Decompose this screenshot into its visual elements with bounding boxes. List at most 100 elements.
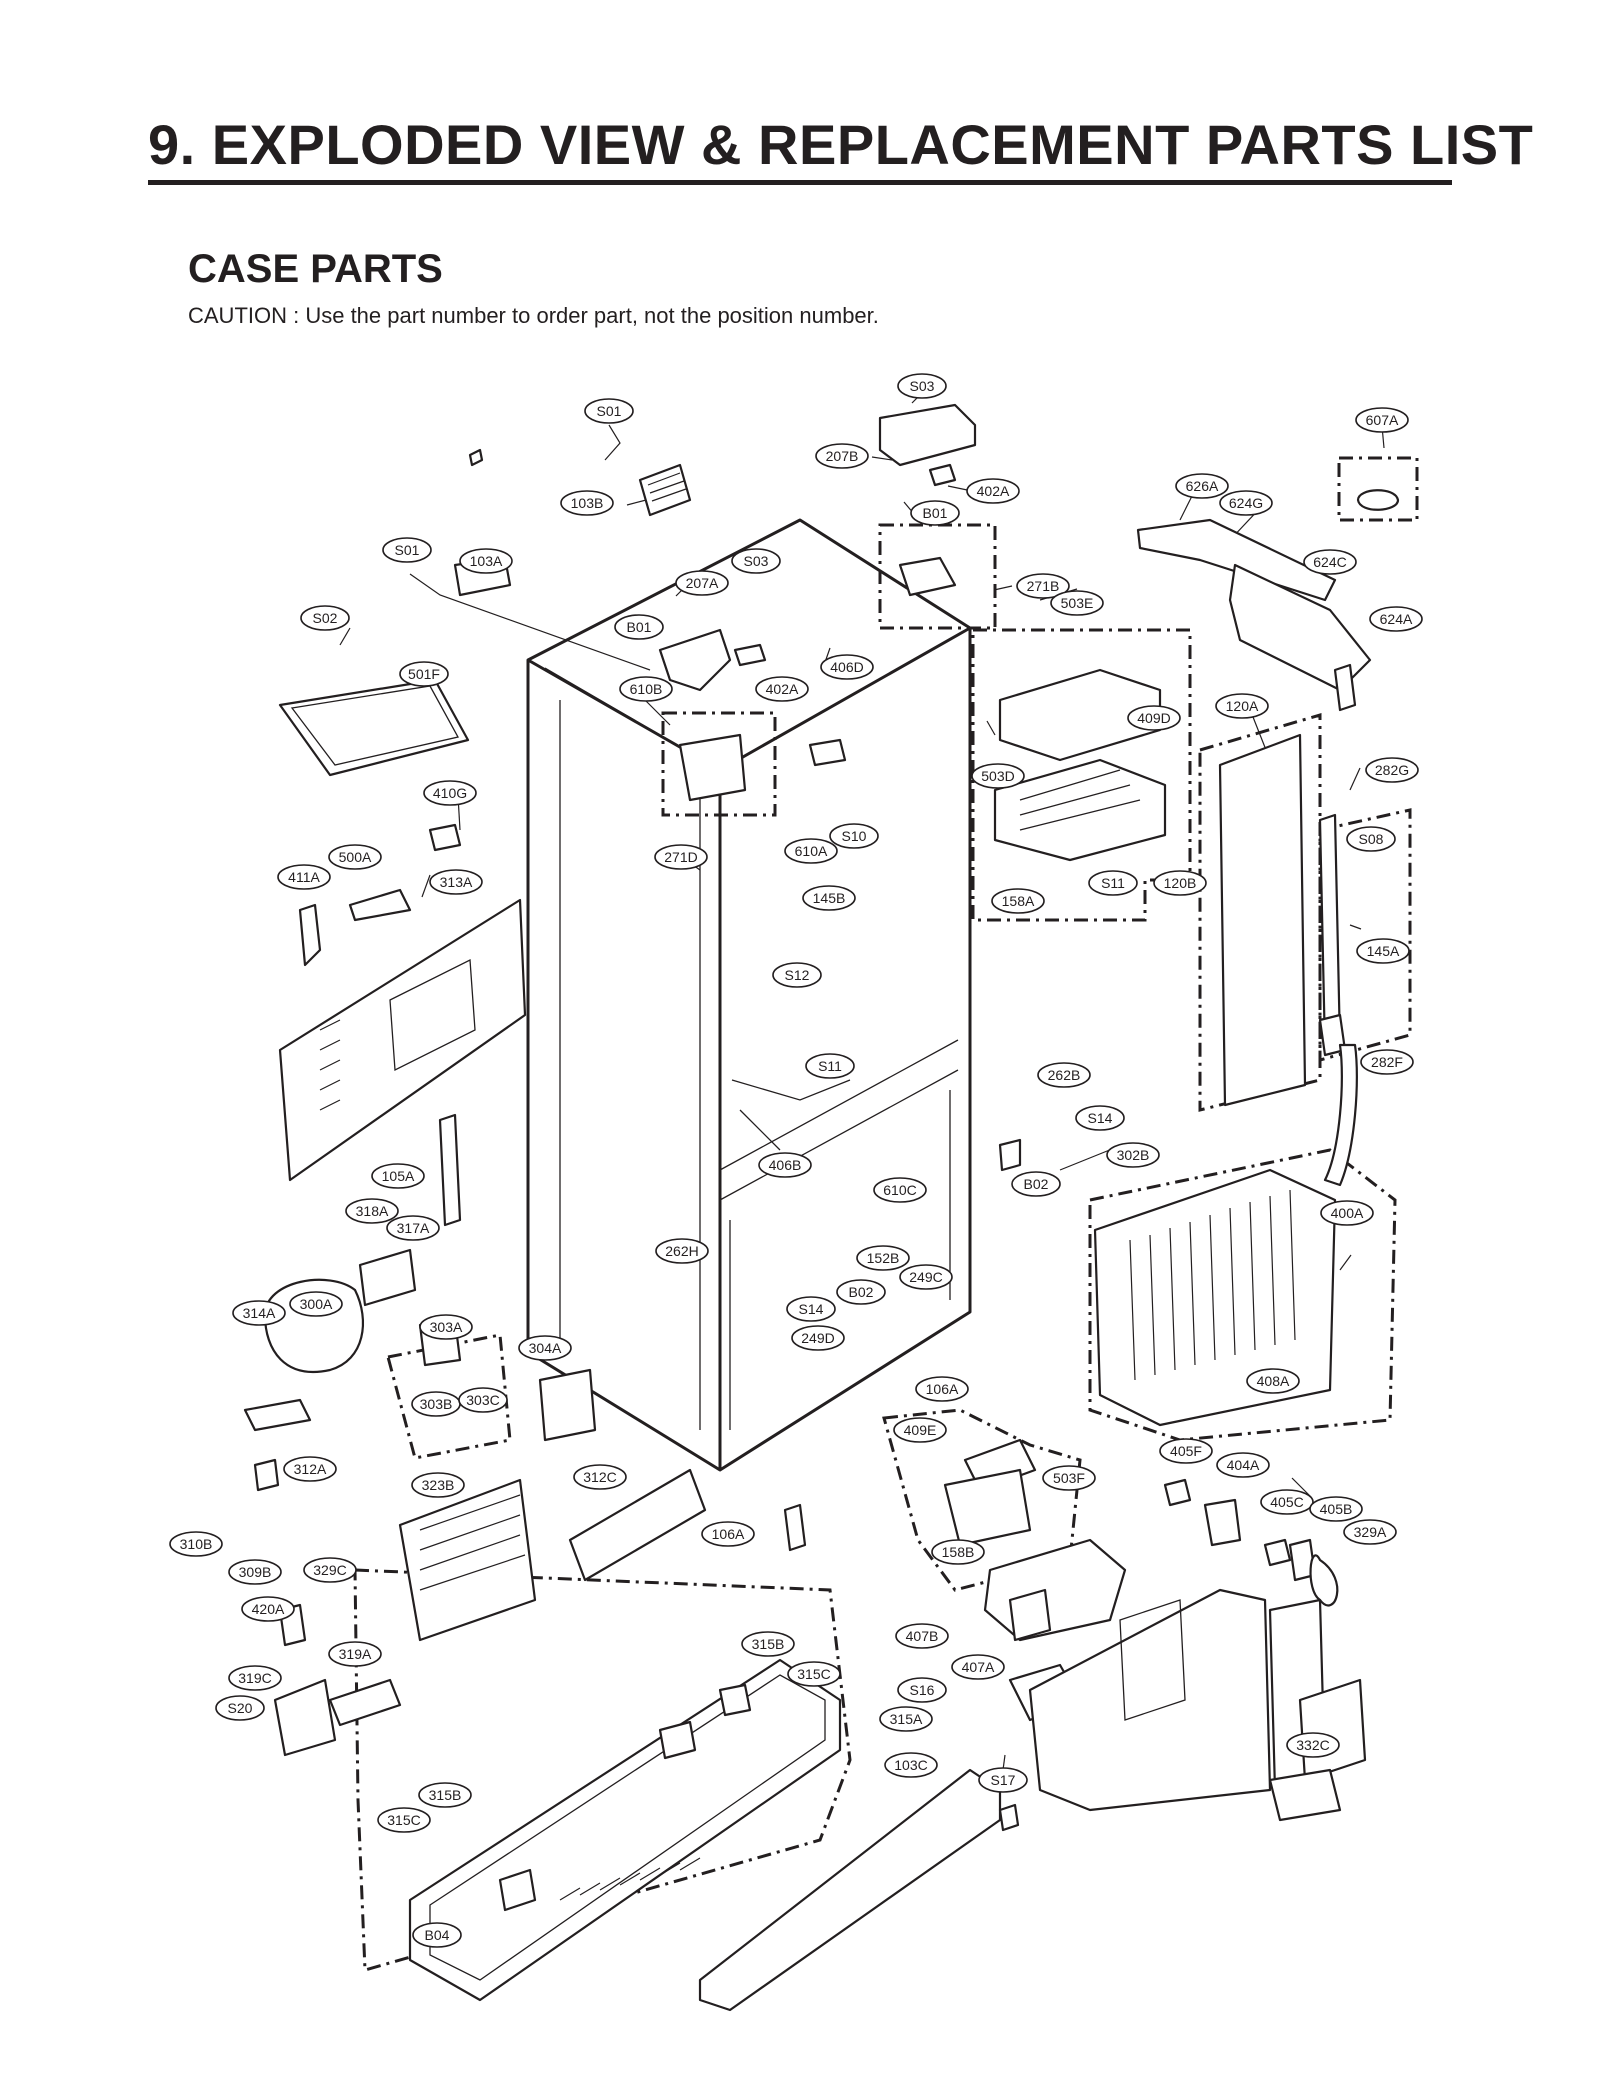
svg-text:500A: 500A bbox=[339, 849, 372, 865]
callout-105a: 105A bbox=[371, 1163, 425, 1189]
svg-text:315C: 315C bbox=[387, 1812, 420, 1828]
callout-402a: 402A bbox=[755, 676, 809, 702]
svg-text:314A: 314A bbox=[243, 1305, 276, 1321]
svg-text:302B: 302B bbox=[1117, 1147, 1150, 1163]
callout-309b: 309B bbox=[228, 1559, 282, 1585]
svg-text:323B: 323B bbox=[422, 1477, 455, 1493]
svg-text:103A: 103A bbox=[470, 553, 503, 569]
svg-text:400A: 400A bbox=[1331, 1205, 1364, 1221]
callout-s01: S01 bbox=[382, 537, 432, 563]
svg-text:B01: B01 bbox=[627, 619, 652, 635]
callout-405b: 405B bbox=[1309, 1496, 1363, 1522]
svg-text:120B: 120B bbox=[1164, 875, 1197, 891]
svg-text:300A: 300A bbox=[300, 1296, 333, 1312]
svg-text:S12: S12 bbox=[785, 967, 810, 983]
svg-text:309B: 309B bbox=[239, 1564, 272, 1580]
svg-text:103C: 103C bbox=[894, 1757, 927, 1773]
callout-s02: S02 bbox=[300, 605, 350, 631]
svg-text:S10: S10 bbox=[842, 828, 867, 844]
callout-s01: S01 bbox=[584, 398, 634, 424]
section-heading: CASE PARTS bbox=[188, 247, 443, 291]
callout-262b: 262B bbox=[1037, 1062, 1091, 1088]
callout-120a: 120A bbox=[1215, 693, 1269, 719]
svg-text:610A: 610A bbox=[795, 843, 828, 859]
callout-310b: 310B bbox=[169, 1531, 223, 1557]
callout-s17: S17 bbox=[978, 1767, 1028, 1793]
svg-text:S11: S11 bbox=[818, 1058, 842, 1074]
callout-262h: 262H bbox=[655, 1238, 709, 1264]
svg-text:315B: 315B bbox=[752, 1636, 785, 1652]
callout-332c: 332C bbox=[1286, 1732, 1340, 1758]
svg-text:408A: 408A bbox=[1257, 1373, 1290, 1389]
callout-500a: 500A bbox=[328, 844, 382, 870]
svg-text:B01: B01 bbox=[923, 505, 948, 521]
svg-text:402A: 402A bbox=[766, 681, 799, 697]
page-title: 9. EXPLODED VIEW & REPLACEMENT PARTS LIS… bbox=[148, 113, 1534, 176]
callout-303c: 303C bbox=[458, 1387, 508, 1413]
callout-312c: 312C bbox=[573, 1464, 627, 1490]
callout-406b: 406B bbox=[758, 1152, 812, 1178]
callout-312a: 312A bbox=[283, 1456, 337, 1482]
callout-607a: 607A bbox=[1355, 407, 1409, 433]
svg-text:S02: S02 bbox=[313, 610, 338, 626]
callout-402a: 402A bbox=[966, 478, 1020, 504]
callout-103b: 103B bbox=[560, 490, 614, 516]
svg-text:106A: 106A bbox=[712, 1526, 745, 1542]
svg-text:S20: S20 bbox=[228, 1700, 253, 1716]
callout-158a: 158A bbox=[991, 888, 1045, 914]
callout-207a: 207A bbox=[675, 570, 729, 596]
callout-315b: 315B bbox=[418, 1782, 472, 1808]
callout-b02: B02 bbox=[1011, 1171, 1061, 1197]
callout-410g: 410G bbox=[423, 780, 477, 806]
callout-409d: 409D bbox=[1127, 705, 1181, 731]
callout-106a: 106A bbox=[915, 1376, 969, 1402]
callout-271b: 271B bbox=[1016, 573, 1070, 599]
callout-120b: 120B bbox=[1153, 870, 1207, 896]
callout-145a: 145A bbox=[1356, 938, 1410, 964]
callout-249d: 249D bbox=[791, 1325, 845, 1351]
callout-s14: S14 bbox=[786, 1296, 836, 1322]
callout-610b: 610B bbox=[619, 676, 673, 702]
svg-text:624A: 624A bbox=[1380, 611, 1413, 627]
callout-411a: 411A bbox=[277, 864, 331, 890]
svg-text:624C: 624C bbox=[1313, 554, 1346, 570]
svg-text:S08: S08 bbox=[1359, 831, 1384, 847]
callout-313a: 313A bbox=[429, 869, 483, 895]
callout-303a: 303A bbox=[419, 1314, 473, 1340]
callout-319a: 319A bbox=[328, 1641, 382, 1667]
callout-315c: 315C bbox=[377, 1807, 431, 1833]
svg-text:S14: S14 bbox=[799, 1301, 824, 1317]
callout-319c: 319C bbox=[228, 1665, 282, 1691]
callout-s20: S20 bbox=[215, 1695, 265, 1721]
svg-text:329C: 329C bbox=[313, 1562, 346, 1578]
svg-text:271D: 271D bbox=[664, 849, 697, 865]
svg-text:106A: 106A bbox=[926, 1381, 959, 1397]
callout-409e: 409E bbox=[893, 1417, 947, 1443]
svg-text:249C: 249C bbox=[909, 1269, 942, 1285]
callout-610a: 610A bbox=[784, 838, 838, 864]
callout-318a: 318A bbox=[345, 1198, 399, 1224]
callout-406d: 406D bbox=[820, 654, 874, 680]
svg-text:405F: 405F bbox=[1170, 1443, 1202, 1459]
callout-300a: 300A bbox=[289, 1291, 343, 1317]
svg-text:503E: 503E bbox=[1061, 595, 1094, 611]
callout-s16: S16 bbox=[897, 1677, 947, 1703]
svg-text:610C: 610C bbox=[883, 1182, 916, 1198]
svg-text:332C: 332C bbox=[1296, 1737, 1329, 1753]
svg-text:409E: 409E bbox=[904, 1422, 937, 1438]
svg-text:303B: 303B bbox=[420, 1396, 453, 1412]
top-parts bbox=[468, 403, 977, 802]
callout-315a: 315A bbox=[879, 1706, 933, 1732]
svg-text:317A: 317A bbox=[397, 1220, 430, 1236]
svg-text:120A: 120A bbox=[1226, 698, 1259, 714]
svg-text:410G: 410G bbox=[433, 785, 467, 801]
svg-text:312C: 312C bbox=[583, 1469, 616, 1485]
svg-text:312A: 312A bbox=[294, 1461, 327, 1477]
callout-s11: S11 bbox=[1088, 870, 1138, 896]
svg-text:318A: 318A bbox=[356, 1203, 389, 1219]
svg-text:406B: 406B bbox=[769, 1157, 802, 1173]
callout-302b: 302B bbox=[1106, 1142, 1160, 1168]
svg-text:103B: 103B bbox=[571, 495, 604, 511]
callout-145b: 145B bbox=[802, 885, 856, 911]
callout-420a: 420A bbox=[241, 1596, 295, 1622]
